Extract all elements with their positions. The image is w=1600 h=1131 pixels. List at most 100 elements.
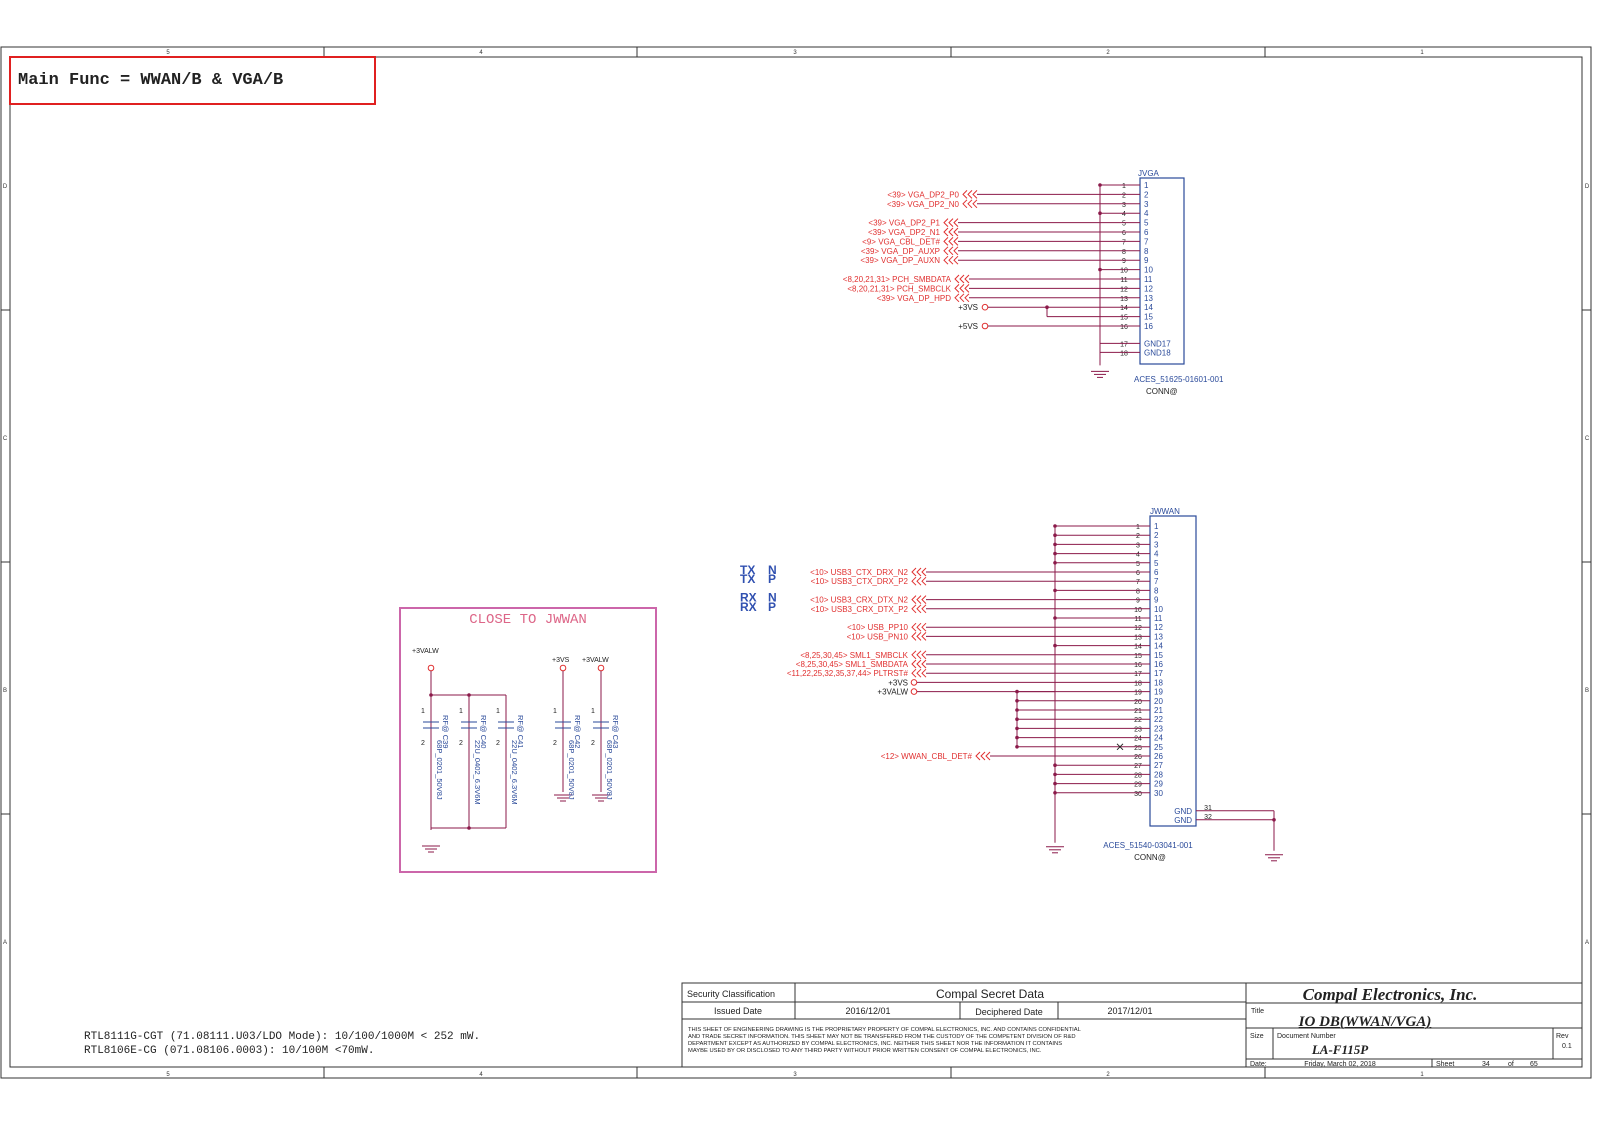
junction-dot	[1015, 717, 1019, 721]
jvga-pin-name: 9	[1144, 256, 1149, 265]
jwwan-net-label: <8,25,30,45> SML1_SMBDATA	[796, 660, 909, 669]
diff-label-a: TX	[740, 563, 755, 577]
off-page-arrow	[921, 650, 927, 660]
company-name: Compal Electronics, Inc.	[1303, 985, 1478, 1004]
junction-dot	[1053, 616, 1057, 620]
junction-dot	[1053, 551, 1057, 556]
junction-dot	[1045, 305, 1049, 310]
jvga-pin-number: 14	[1120, 305, 1128, 312]
off-page-arrow	[948, 246, 954, 256]
junction-dot	[467, 826, 471, 830]
jvga-pin-name: 7	[1144, 237, 1149, 246]
jwwan-power-label: +3VALW	[877, 688, 908, 697]
capacitor-pin: 1	[421, 708, 425, 715]
jwwan-pin-name: 6	[1154, 568, 1159, 577]
jwwan-pin-name: 3	[1154, 540, 1159, 549]
jwwan-gnd-pin-number: 31	[1204, 805, 1212, 812]
junction-dot	[1098, 211, 1102, 215]
jvga-pin-name: 10	[1144, 266, 1153, 275]
disclaimer-1: THIS SHEET OF ENGINEERING DRAWING IS THE…	[688, 1027, 1082, 1033]
power-port	[981, 303, 989, 311]
jwwan-pin-name: 18	[1154, 678, 1163, 687]
off-page-arrow	[954, 274, 960, 284]
off-page-arrow	[911, 650, 917, 660]
junction-dot	[429, 693, 433, 697]
capacitor-pin: 2	[553, 740, 557, 747]
jvga-pin-number: 3	[1122, 202, 1126, 209]
jwwan-pin-number: 9	[1136, 598, 1140, 605]
jvga-net-label: <39> VGA_DP2_N1	[868, 228, 941, 237]
rev-label: Rev	[1556, 1033, 1569, 1040]
jvga-net-label: <9> VGA_CBL_DET#	[862, 237, 940, 246]
jvga-gnd-pin-name: GND18	[1144, 348, 1171, 357]
power-port	[427, 664, 435, 672]
off-page-arrow	[967, 190, 973, 199]
jvga-pin-number: 16	[1120, 324, 1128, 331]
off-page-arrow	[916, 567, 922, 577]
jvga-conn-option: CONN@	[1146, 387, 1178, 396]
jvga-pin-name: 4	[1144, 209, 1149, 218]
junction-dot	[1098, 267, 1102, 272]
off-page-arrow	[962, 190, 968, 199]
jwwan-pin-name: 24	[1154, 734, 1163, 743]
jwwan-pin-name: 27	[1154, 761, 1163, 770]
capacitor-pin: 1	[553, 708, 557, 715]
jvga-body	[1139, 177, 1185, 365]
off-page-arrow	[953, 218, 959, 227]
jvga-gnd-pin-number: 18	[1120, 350, 1128, 357]
off-page-arrow	[985, 751, 991, 761]
diff-label-b: N	[768, 591, 777, 605]
jwwan-pin-name: 9	[1154, 596, 1159, 605]
sheet-number: 34	[1482, 1061, 1490, 1068]
jwwan-pin-number: 25	[1134, 745, 1142, 752]
diff-label-b: P	[768, 572, 776, 586]
jwwan-pin-name: 22	[1154, 715, 1163, 724]
capacitor-ref: RF@ C39	[441, 715, 450, 748]
off-page-arrow	[911, 567, 917, 577]
off-page-arrow	[943, 227, 949, 237]
jwwan-pin-number: 2	[1136, 533, 1140, 540]
capacitor-pin: 2	[421, 740, 425, 747]
junction-dot	[1015, 699, 1019, 703]
jvga-pin-name: 6	[1144, 228, 1149, 237]
date-value: Friday, March 02, 2018	[1304, 1061, 1376, 1068]
jwwan-pin-number: 30	[1134, 791, 1142, 798]
off-page-arrow	[916, 632, 922, 641]
jvga-pin-name: 12	[1144, 284, 1153, 293]
jwwan-pin-number: 13	[1134, 634, 1142, 641]
jvga-pin-number: 12	[1120, 286, 1128, 293]
off-page-arrow	[948, 227, 954, 237]
capacitor-pin: 1	[591, 708, 595, 715]
frame-row-label: D	[3, 184, 8, 190]
off-page-arrow	[964, 293, 970, 303]
capacitor-ref: RF@ C41	[516, 715, 525, 748]
power-port	[559, 664, 567, 672]
jwwan-pin-name: 19	[1154, 688, 1163, 697]
junction-dot	[1053, 524, 1057, 528]
power-port	[981, 322, 989, 330]
off-page-arrow	[911, 604, 917, 614]
jvga-ref: JVGA	[1138, 169, 1160, 178]
disclaimer-4: MAYBE USED BY OR DISCLOSED TO ANY THIRD …	[688, 1048, 1042, 1054]
junction-dot	[1053, 561, 1057, 565]
off-page-arrow	[964, 284, 970, 293]
jwwan-pin-name: 29	[1154, 780, 1163, 789]
jwwan-gnd-pin-name: GND	[1174, 816, 1192, 825]
jvga-net-label: <39> VGA_DP2_N0	[887, 200, 960, 209]
jvga-pin-number: 6	[1122, 230, 1126, 237]
junction-dot	[1015, 735, 1019, 740]
jwwan-net-label: <10> USB3_CTX_DRX_N2	[810, 568, 908, 577]
diff-label-a: TX	[740, 572, 755, 586]
jvga-net-label: <8,20,21,31> PCH_SMBCLK	[847, 284, 951, 293]
note-line-1: RTL8111G-CGT (71.08111.U03/LDO Mode): 10…	[84, 1031, 480, 1043]
jvga-power-label: +5VS	[958, 322, 978, 331]
jvga-pin-name: 13	[1144, 294, 1153, 303]
frame-col-label: 3	[793, 1072, 797, 1078]
no-connect-mark	[1116, 743, 1124, 751]
power-port	[910, 688, 918, 695]
off-page-arrow	[911, 659, 917, 669]
capacitor-value: 22U_0402_6.3V6M	[473, 740, 482, 805]
jvga-pin-number: 7	[1122, 239, 1126, 246]
jwwan-net-label: <10> USB_PN10	[847, 632, 909, 641]
title-block	[681, 982, 1583, 1068]
